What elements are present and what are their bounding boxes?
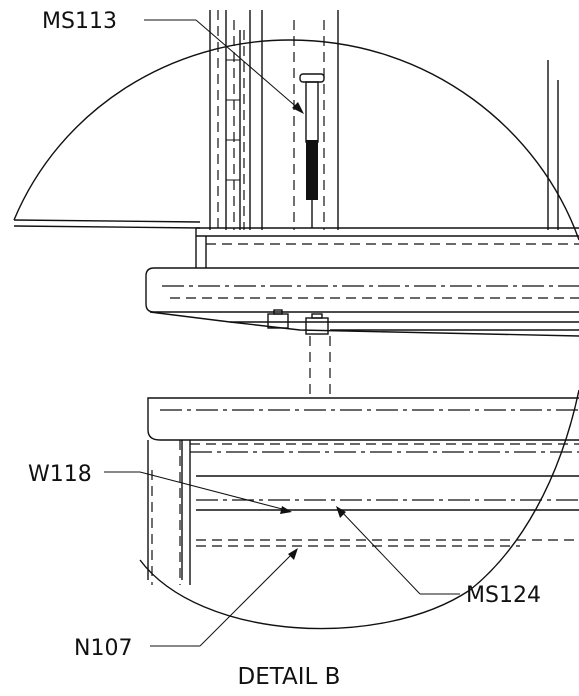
callout-ms113: MS113 — [42, 9, 117, 34]
screw-ms113 — [299, 73, 325, 228]
leader-w118 — [104, 471, 292, 514]
vertical-post — [261, 10, 559, 230]
leader-ms113 — [144, 19, 304, 114]
leader-n107 — [150, 548, 298, 647]
upper-left-panel — [13, 219, 201, 229]
leader-ms124 — [336, 506, 460, 595]
detail-title: DETAIL B — [238, 664, 341, 690]
detail-circle-upper-arc — [13, 39, 579, 241]
upper-base-plate — [195, 227, 579, 268]
callout-n107: N107 — [74, 636, 132, 661]
callout-w118: W118 — [28, 462, 92, 487]
hinge-panel — [209, 10, 251, 230]
hidden-connector — [309, 336, 331, 398]
rail-bolts — [267, 309, 329, 335]
callout-ms124: MS124 — [466, 583, 541, 608]
horizontal-rail — [145, 267, 579, 337]
detail-circle-lower-arc — [139, 389, 579, 630]
lower-cabinet — [147, 397, 579, 585]
